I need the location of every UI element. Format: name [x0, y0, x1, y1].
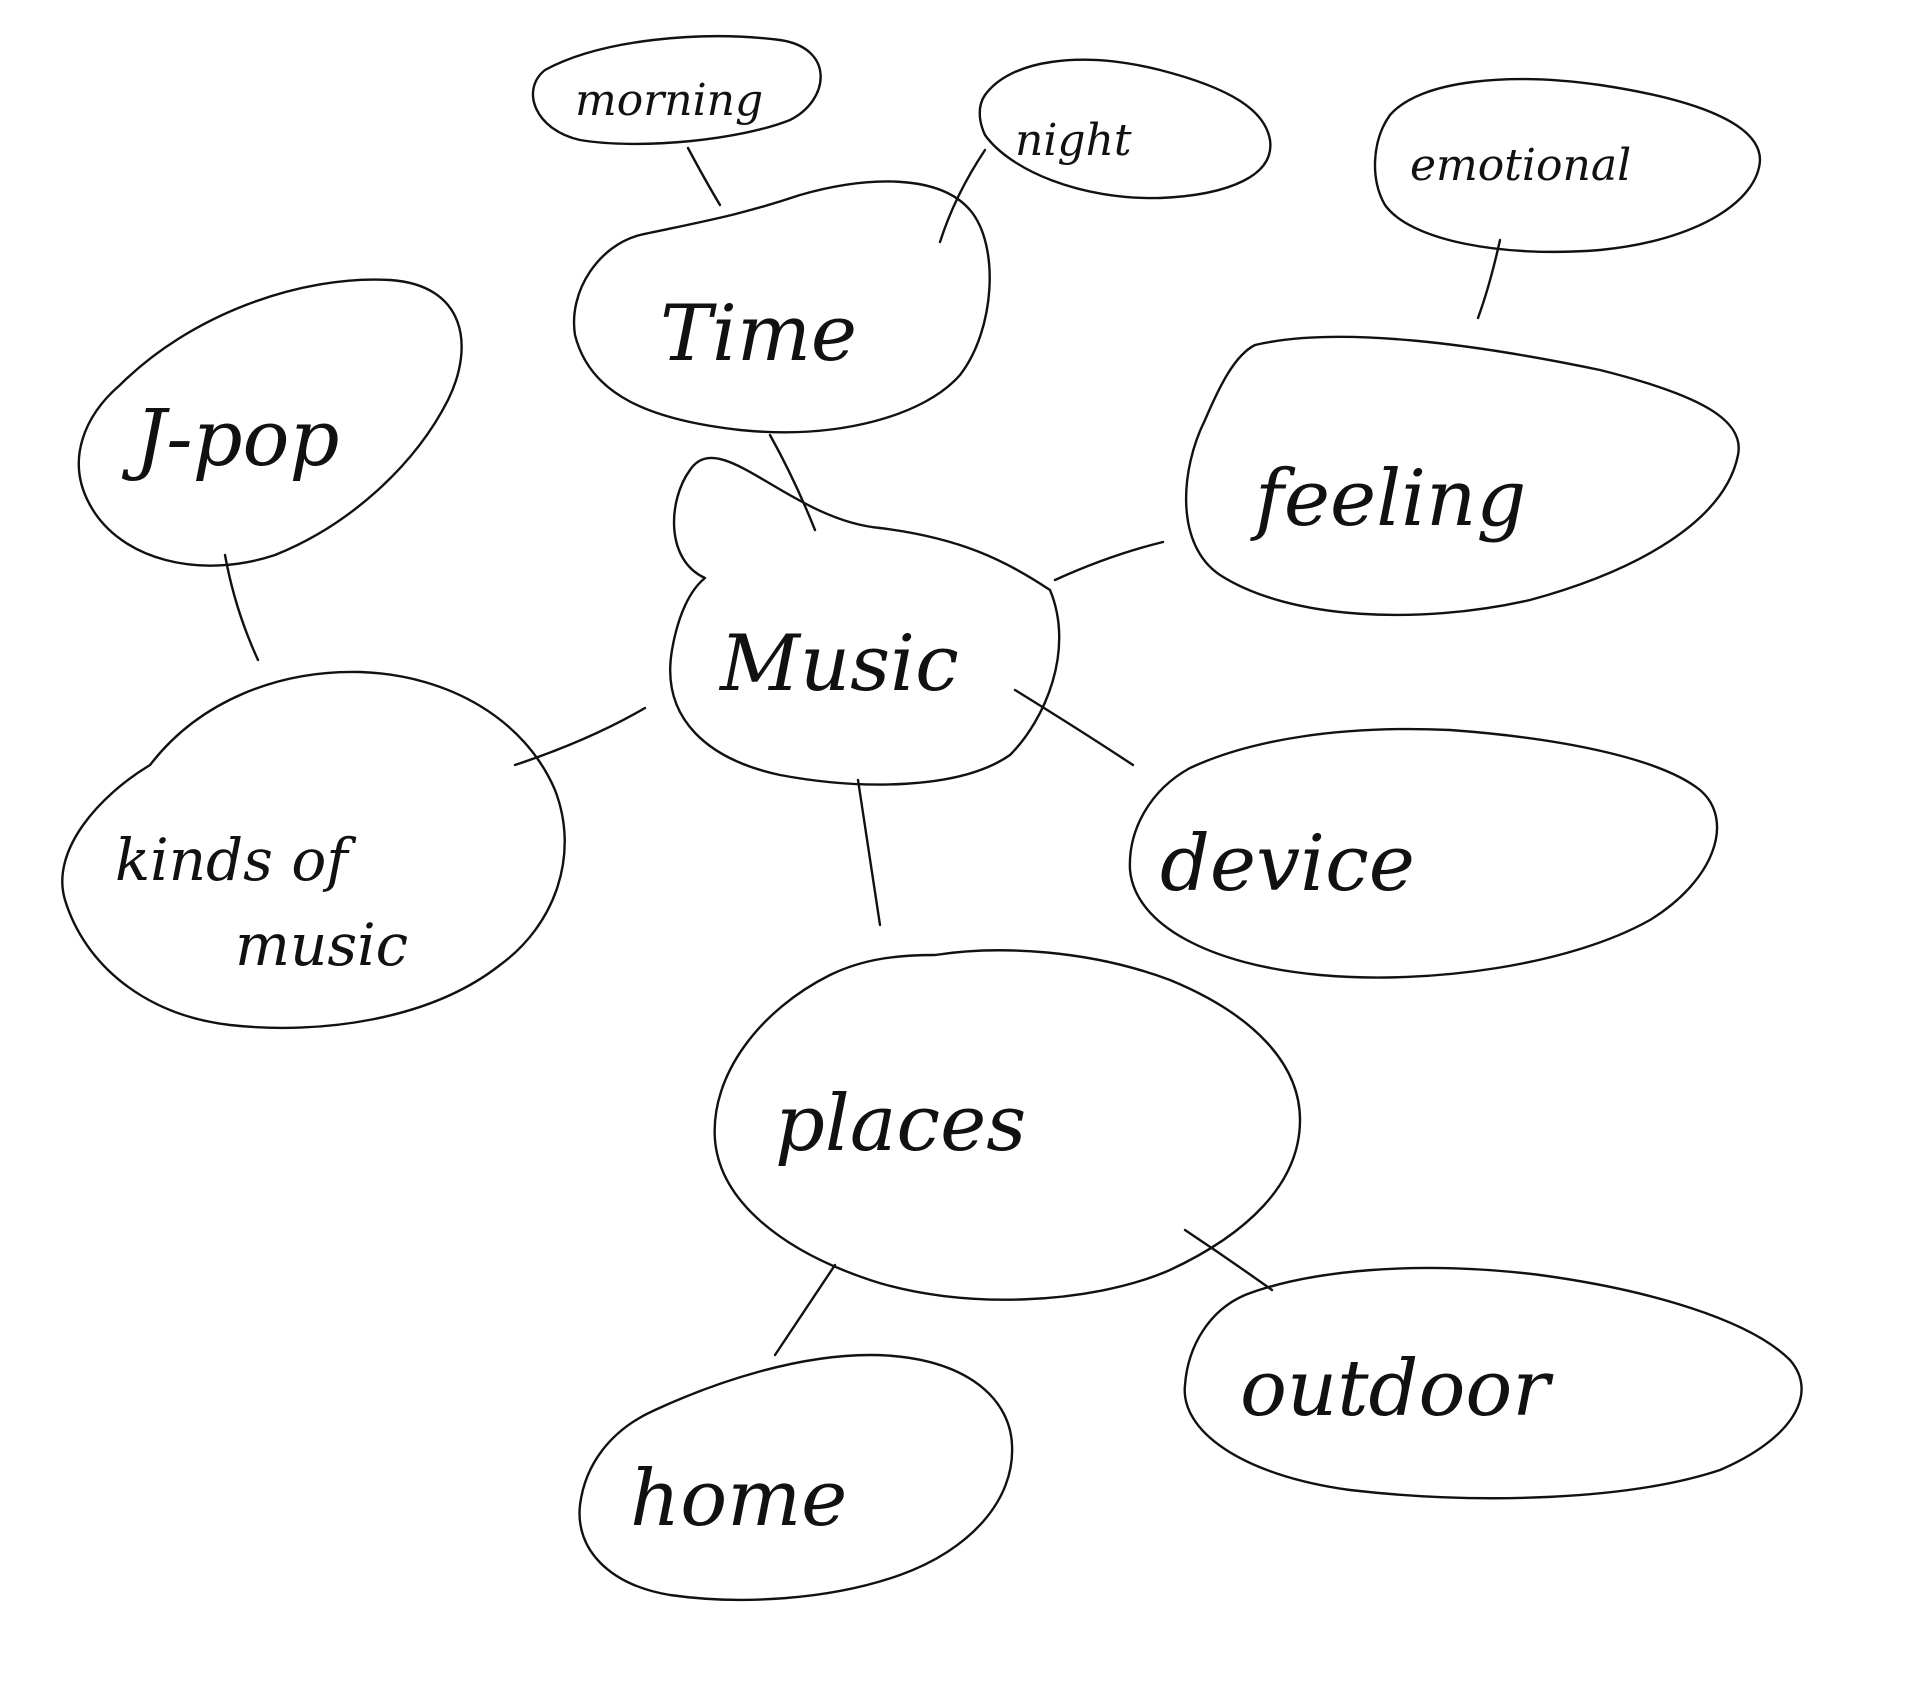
edge-music-device: [1013, 688, 1135, 767]
node-label-kinds-of-music-line-2: music: [235, 911, 408, 979]
node-outline-feeling: [1185, 335, 1740, 617]
node-label-feeling: feeling: [1250, 454, 1526, 544]
node-label-time: Time: [660, 289, 857, 379]
node-label-outdoor: outdoor: [1240, 1344, 1554, 1434]
edge-feeling-emotional: [1476, 238, 1502, 320]
node-label-home: home: [630, 1454, 847, 1544]
node-label-morning: morning: [575, 75, 763, 126]
node-outline-time: [572, 180, 991, 434]
node-outline-kinds-of-music: [61, 670, 566, 1030]
edge-music-feeling: [1053, 540, 1165, 582]
node-outline-device: [1128, 727, 1719, 979]
node-outline-outdoor: [1183, 1266, 1803, 1500]
node-outline-music: [669, 456, 1061, 786]
node-outline-j-pop: [77, 278, 463, 567]
edge-time-night: [938, 148, 987, 244]
node-outline-emotional: [1373, 77, 1762, 254]
node-label-emotional: emotional: [1410, 140, 1631, 191]
edge-kinds-of-music-j-pop: [223, 553, 260, 662]
node-outline-home: [578, 1353, 1014, 1602]
node-outline-night: [978, 58, 1272, 200]
node-label-night: night: [1015, 115, 1132, 166]
edge-music-kinds-of-music: [513, 706, 647, 767]
edge-music-places: [856, 778, 882, 927]
edge-places-home: [773, 1263, 837, 1357]
node-label-places: places: [775, 1079, 1026, 1169]
edge-time-morning: [686, 146, 722, 207]
node-outline-morning: [531, 35, 822, 146]
edge-music-time: [768, 433, 817, 532]
node-label-kinds-of-music-line-1: kinds of: [115, 826, 357, 894]
edge-places-outdoor: [1183, 1228, 1274, 1292]
node-label-music: Music: [718, 619, 959, 709]
node-label-j-pop: J-pop: [121, 394, 339, 484]
node-outline-places: [713, 949, 1302, 1301]
node-label-device: device: [1160, 819, 1415, 909]
